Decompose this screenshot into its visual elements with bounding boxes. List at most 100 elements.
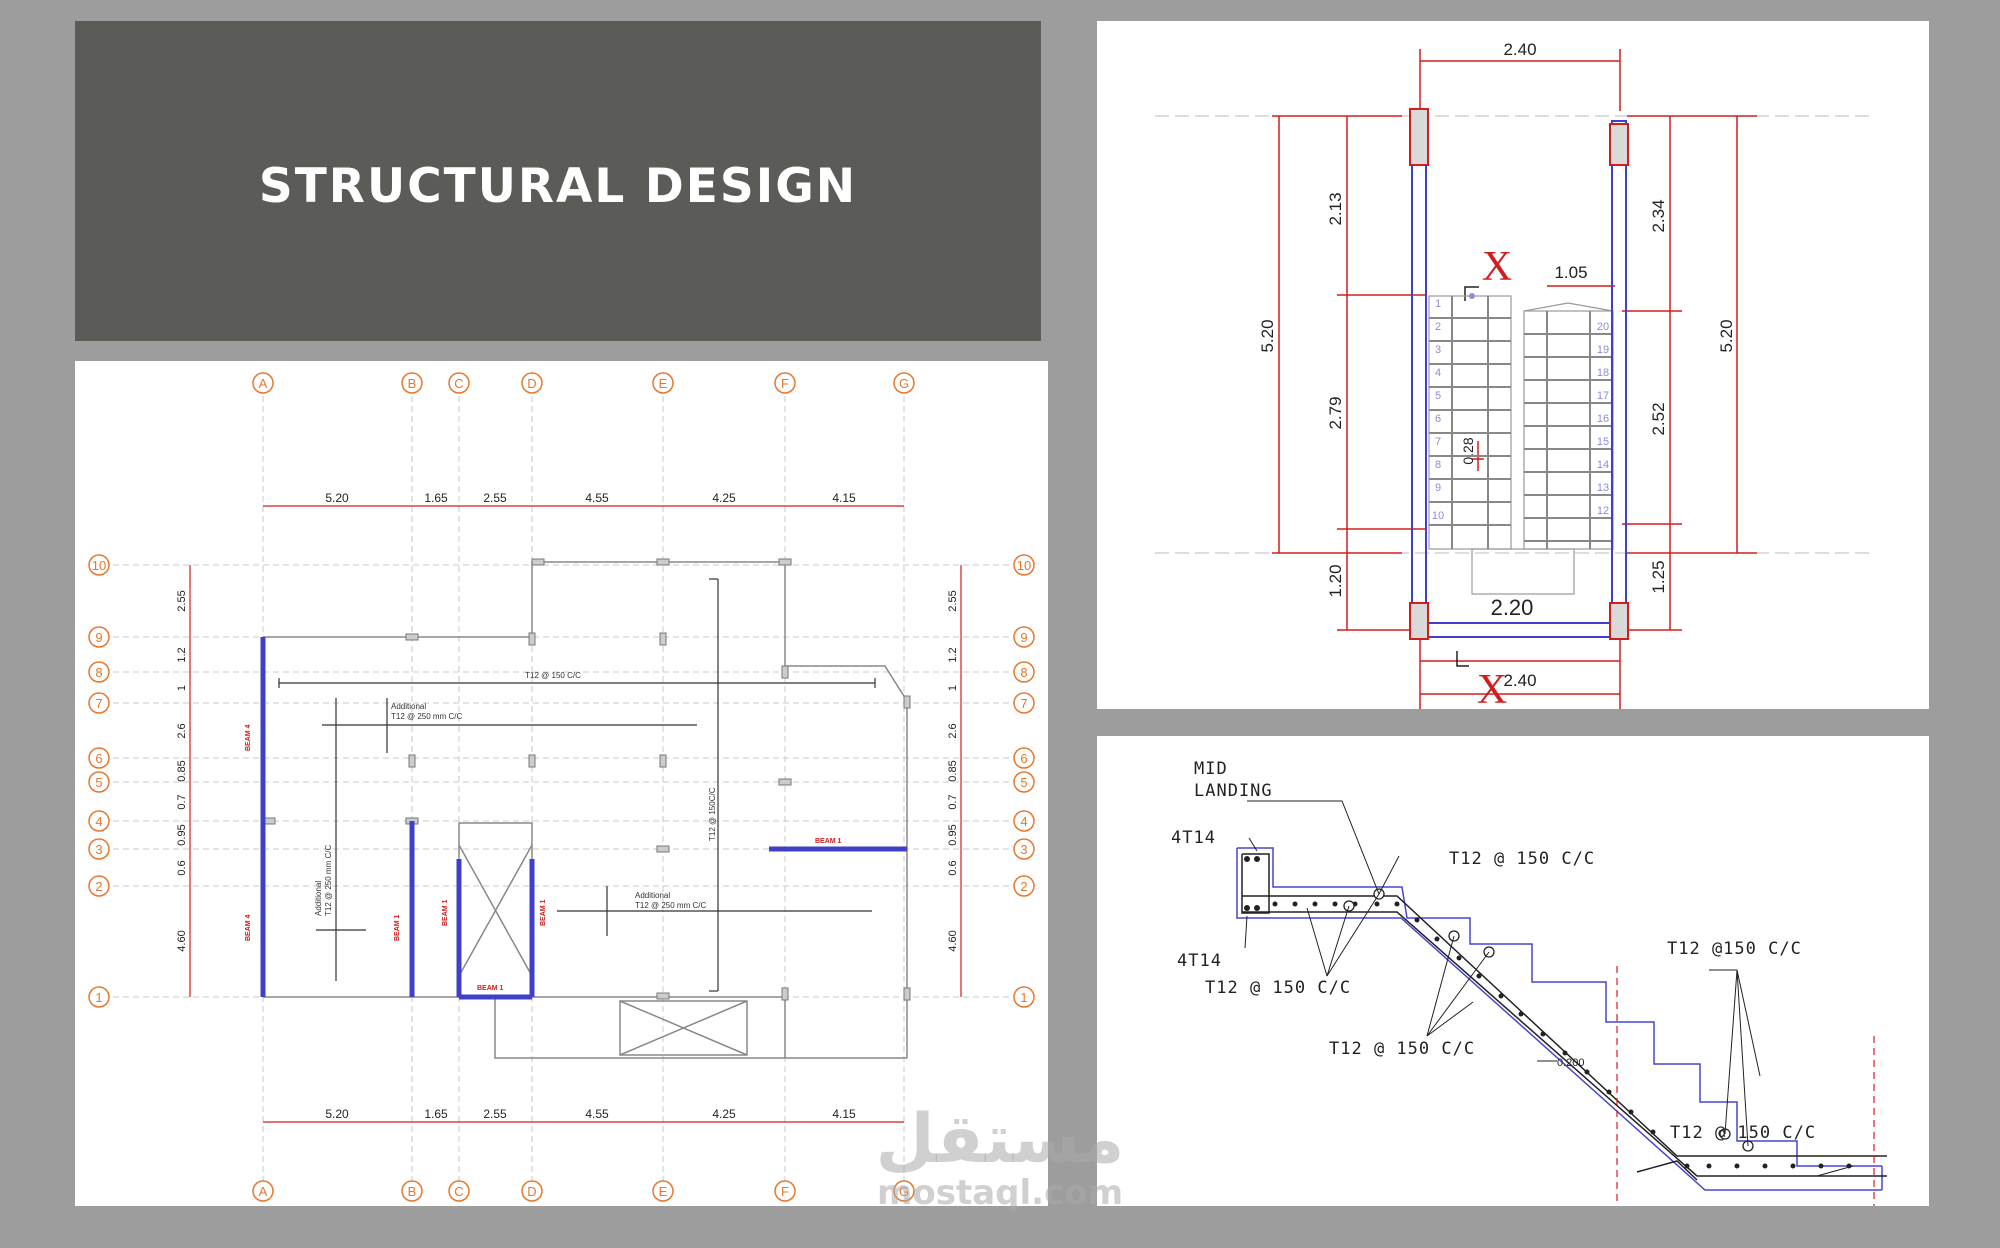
step-number: 1	[1435, 298, 1441, 310]
grid-label: 2	[1020, 879, 1027, 894]
dimension-label: 4.15	[832, 491, 856, 505]
grid-bubble-e-bottom	[652, 1180, 674, 1202]
stair-column	[1409, 602, 1429, 640]
grid-label: D	[527, 376, 536, 391]
grid-label: 10	[1017, 558, 1031, 573]
stair-right-overall: 5.20	[1717, 319, 1736, 352]
dimension-label: 2.55	[176, 590, 188, 611]
dimension-label: 4.60	[947, 930, 959, 951]
rebar-label: T12 @ 150 C/C	[1205, 978, 1351, 998]
slab-reinforcement-note: T12 @ 150 C/C	[525, 671, 581, 680]
step-number: 15	[1597, 436, 1609, 448]
grid-label: 8	[1020, 665, 1027, 680]
step-number: 16	[1597, 413, 1609, 425]
stair-left-segment: 2.13	[1326, 192, 1345, 225]
grid-label: 1	[1020, 990, 1027, 1005]
grid-label: 7	[1020, 696, 1027, 711]
dimension-label: 2.55	[483, 1107, 507, 1121]
additional-note: T12 @ 250 mm C/C	[635, 901, 706, 910]
stair-section-panel: MID LANDING 4T14 4T14 T12 @ 150 C/C T12 …	[1097, 736, 1929, 1206]
vertical-reinforcement-note: T12 @ 150C/C	[708, 787, 717, 841]
grid-label: 4	[1020, 814, 1027, 829]
grid-bubble-f-bottom	[774, 1180, 796, 1202]
step-number: 6	[1435, 413, 1441, 425]
step-number: 13	[1597, 482, 1609, 494]
grid-bubble-b-bottom	[401, 1180, 423, 1202]
grid-label: 1	[95, 990, 102, 1005]
floor-plan-panel: A B C D E F G A B C D E F G 10 10 9 9 8 …	[75, 361, 1048, 1206]
grid-label: 6	[1020, 751, 1027, 766]
dimension-label: 5.20	[325, 1107, 349, 1121]
grid-bubble-e-top	[652, 372, 674, 394]
stair-right-segment: 2.34	[1649, 199, 1668, 232]
dimension-label: 4.25	[712, 1107, 736, 1121]
additional-note: T12 @ 250 mm C/C	[324, 845, 333, 916]
beam-label: BEAM 1	[815, 838, 842, 845]
beam-label: BEAM 1	[442, 899, 449, 926]
step-number: 12	[1597, 505, 1609, 517]
stair-section-drawing: MID LANDING 4T14 4T14 T12 @ 150 C/C T12 …	[1171, 759, 1887, 1206]
step-number: 10	[1432, 510, 1444, 522]
dimension-label: 1.65	[424, 1107, 448, 1121]
dimension-label: 0.85	[176, 760, 188, 781]
dimension-label: 5.20	[325, 491, 349, 505]
dimension-label: 4.60	[176, 930, 188, 951]
dimension-label: 1	[176, 685, 188, 691]
step-number: 5	[1435, 390, 1441, 402]
grid-bubble-g-bottom	[893, 1180, 915, 1202]
dimension-label: 1	[947, 685, 959, 691]
grid-label: B	[408, 376, 417, 391]
grid-label: 8	[95, 665, 102, 680]
grid-label: E	[659, 376, 668, 391]
step-number: 17	[1597, 390, 1609, 402]
grid-label: A	[259, 1184, 268, 1199]
additional-note: Additional	[391, 702, 426, 711]
grid-bubble-b-top	[401, 372, 423, 394]
dimension-label: 4.15	[832, 1107, 856, 1121]
page-title: STRUCTURAL DESIGN	[258, 159, 858, 214]
additional-note: Additional	[635, 891, 670, 900]
dimension-label: 2.55	[483, 491, 507, 505]
step-number: 9	[1435, 482, 1441, 494]
grid-label: B	[408, 1184, 417, 1199]
stair-left-segment: 2.79	[1326, 396, 1345, 429]
grid-bubble-d-top	[521, 372, 543, 394]
beam-label: BEAM 4	[245, 724, 252, 751]
stair-column	[1609, 602, 1629, 640]
grid-label: 9	[1020, 630, 1027, 645]
grid-bubble-c-top	[448, 372, 470, 394]
stair-right-segment: 2.52	[1649, 402, 1668, 435]
grid-label: A	[259, 376, 268, 391]
stair-right-segment: 1.25	[1649, 560, 1668, 593]
stair-column	[1409, 108, 1429, 166]
grid-label: 3	[1020, 842, 1027, 857]
beam-label: BEAM 4	[245, 914, 252, 941]
grid-label: 10	[92, 558, 106, 573]
beam-label: BEAM 1	[394, 914, 401, 941]
grid-bubble-a-bottom	[252, 1180, 274, 1202]
dimension-label: 4.55	[585, 1107, 609, 1121]
dimension-label: 2.55	[947, 590, 959, 611]
inner-width: 2.20	[1491, 595, 1534, 620]
dimension-label: 2.6	[176, 723, 188, 738]
step-number: 20	[1597, 321, 1609, 333]
stair-plan-panel: 2.40 2.40 1.05 5.20 5.20 2.13 2.79 1.20 …	[1097, 21, 1929, 709]
rebar-label: T12 @150 C/C	[1667, 939, 1802, 959]
rebar-label: T12 @ 150 C/C	[1449, 849, 1595, 869]
riser-dimension: 0.28	[1460, 437, 1476, 464]
grid-label: G	[899, 1184, 909, 1199]
grid-label: 4	[95, 814, 102, 829]
grid-bubble-a-top	[252, 372, 274, 394]
bar-label-bottom: 4T14	[1177, 951, 1222, 971]
dimension-label: 0.6	[947, 860, 959, 875]
step-number: 14	[1597, 459, 1609, 471]
grid-label: C	[454, 1184, 463, 1199]
grid-bubble-d-bottom	[521, 1180, 543, 1202]
step-number: 2	[1435, 321, 1441, 333]
dimension-label: 0.7	[947, 794, 959, 809]
grid-label: 2	[95, 879, 102, 894]
stair-left-segment: 1.20	[1326, 564, 1345, 597]
dimension-label: 0.6	[176, 860, 188, 875]
stair-plan-drawing: 2.40 2.40 1.05 5.20 5.20 2.13 2.79 1.20 …	[1155, 40, 1872, 709]
grid-label: D	[527, 1184, 536, 1199]
